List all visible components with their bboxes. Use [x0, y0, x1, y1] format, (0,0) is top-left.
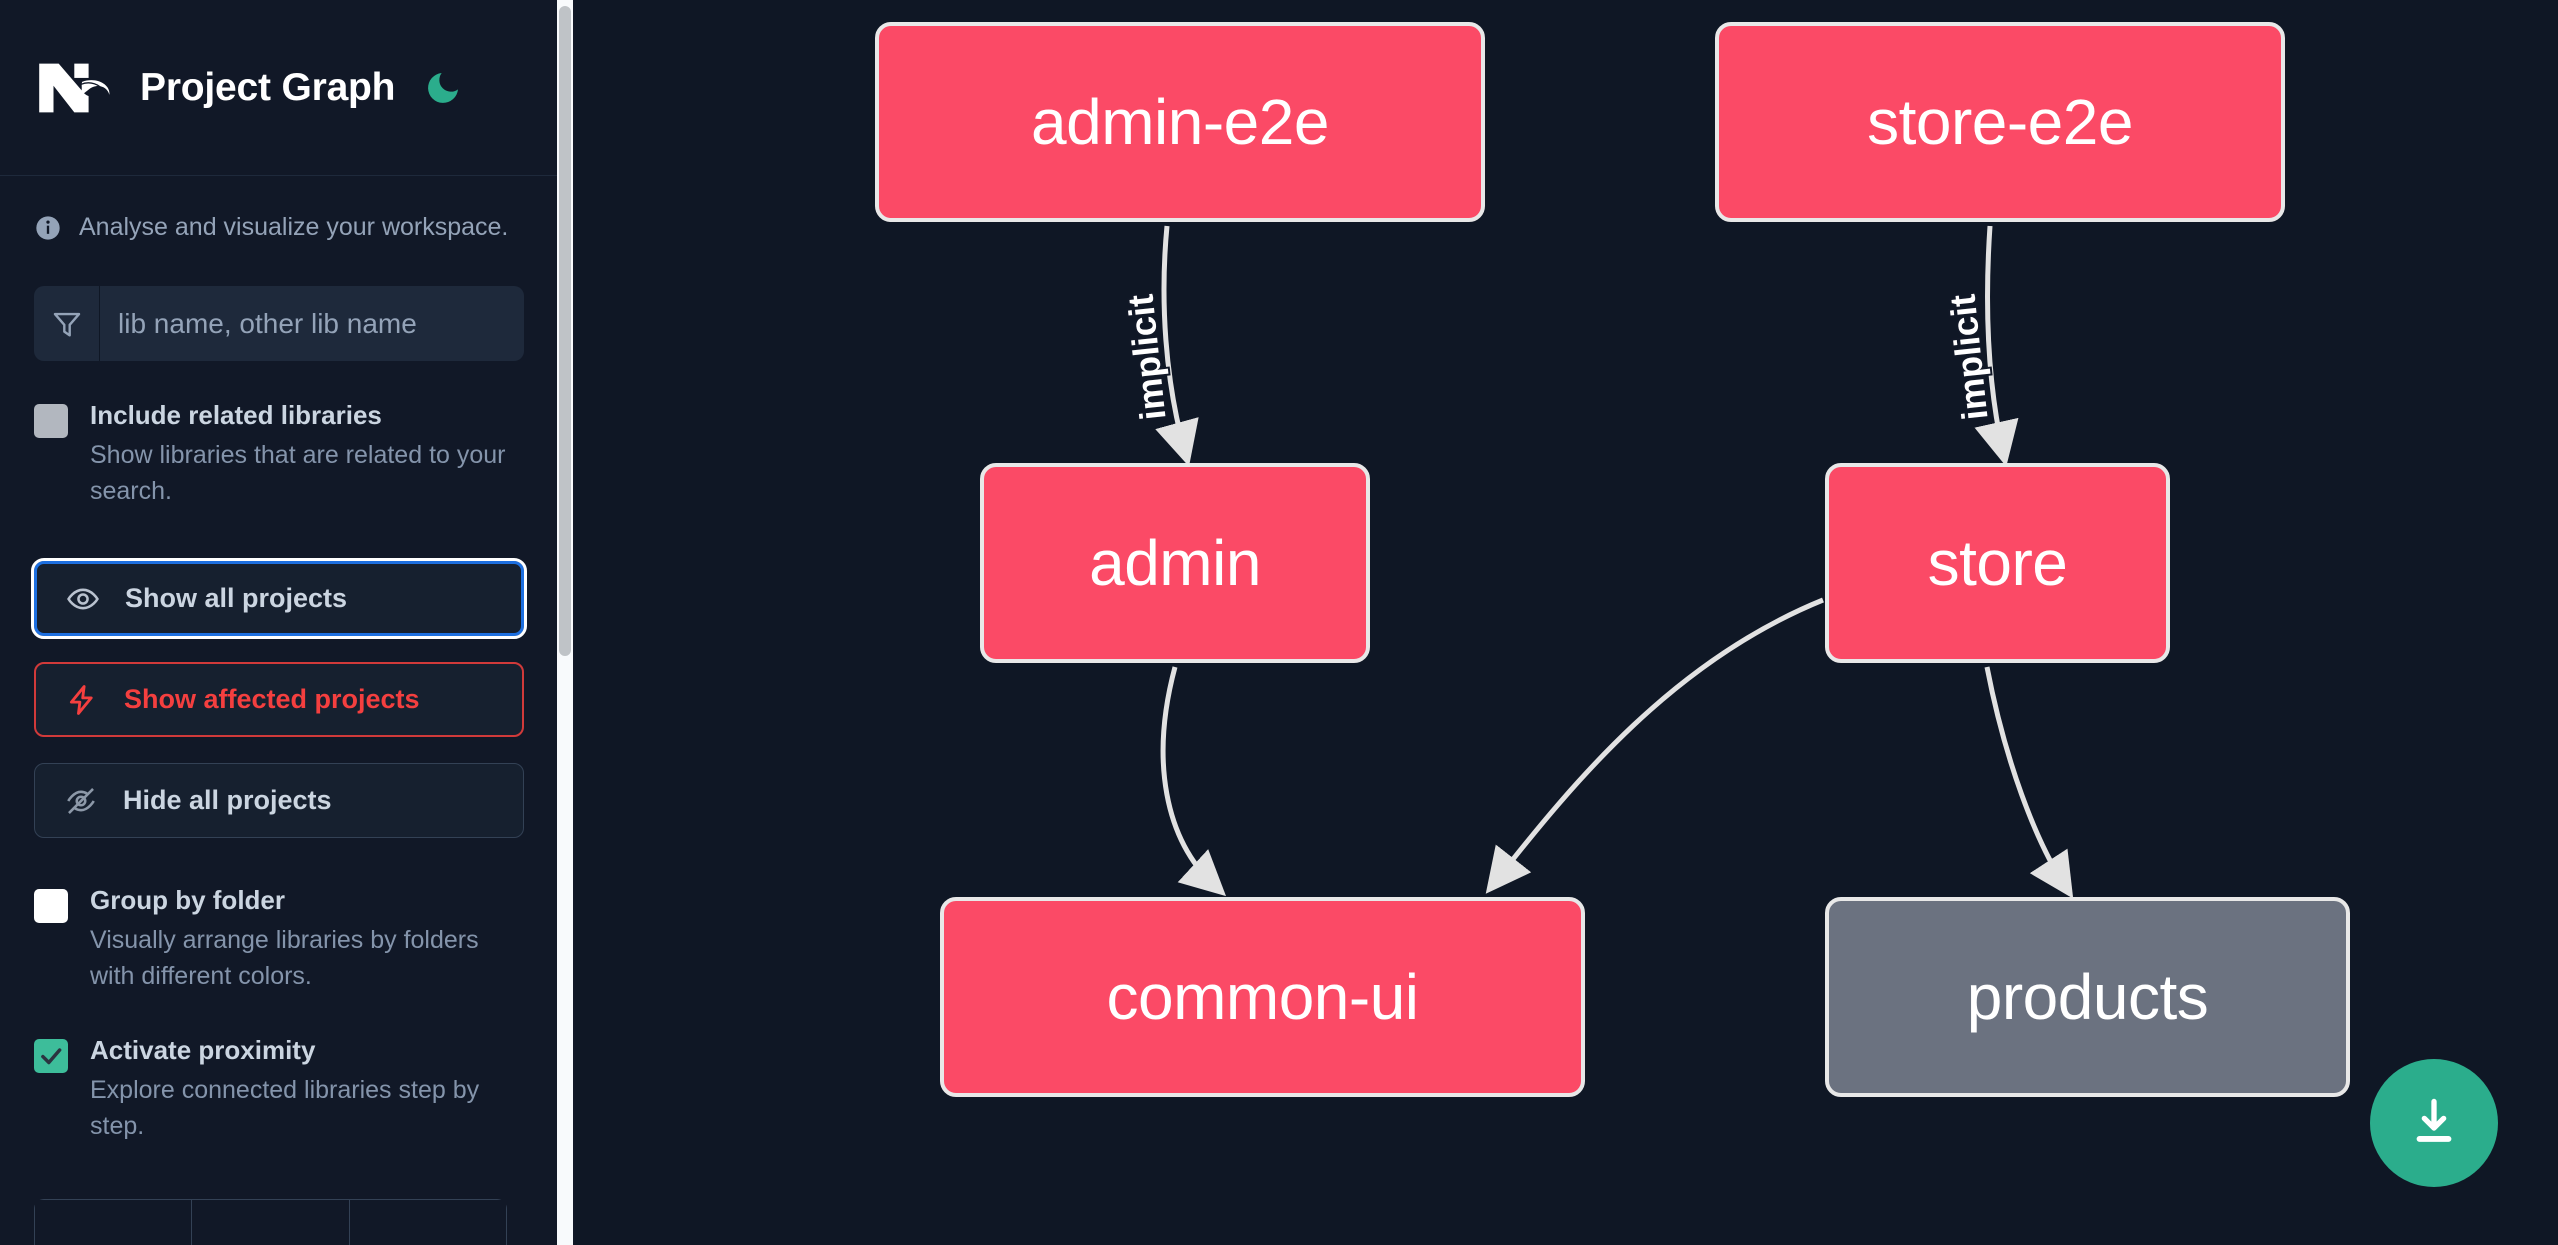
node-label: common-ui	[1106, 961, 1419, 1033]
graph-node-products[interactable]: products	[1825, 897, 2350, 1097]
show-all-projects-button[interactable]: Show all projects	[31, 558, 527, 639]
node-label: admin	[1089, 527, 1261, 599]
button-label: Hide all projects	[123, 785, 332, 815]
bottom-group-segment-2[interactable]	[191, 1199, 349, 1245]
edge-labels: implicit implicit	[1118, 290, 1998, 424]
option-label: Activate proximity	[90, 1035, 316, 1065]
sidebar-header: Project Graph	[0, 0, 558, 176]
option-activate-proximity[interactable]: Activate proximity Explore connected lib…	[34, 1034, 524, 1144]
search-input[interactable]	[100, 286, 524, 361]
graph-node-store-e2e[interactable]: store-e2e	[1715, 22, 2285, 222]
sidebar-content: Project Graph Analyse and visualize your…	[0, 0, 558, 1245]
sidebar-controls: Include related libraries Show libraries…	[0, 242, 558, 1144]
option-label: Include related libraries	[90, 400, 382, 430]
graph-node-admin-e2e[interactable]: admin-e2e	[875, 22, 1485, 222]
bottom-button-group[interactable]	[34, 1199, 507, 1245]
download-icon	[2405, 1093, 2463, 1154]
node-label: admin-e2e	[1031, 86, 1329, 158]
page-title: Project Graph	[140, 65, 396, 109]
option-include-related-libraries[interactable]: Include related libraries Show libraries…	[34, 399, 524, 509]
moon-icon[interactable]	[421, 66, 465, 110]
option-description: Visually arrange libraries by folders wi…	[90, 925, 479, 990]
action-button-group: Show all projects Show affected projects	[31, 558, 527, 838]
search-field[interactable]	[34, 286, 524, 361]
option-description: Explore connected libraries step by step…	[90, 1075, 480, 1140]
sidebar-scrollbar[interactable]	[557, 0, 573, 1245]
node-label: store-e2e	[1867, 86, 2133, 158]
sidebar: Project Graph Analyse and visualize your…	[0, 0, 575, 1245]
node-label: store	[1927, 527, 2068, 599]
graph-canvas[interactable]: implicit implicit admin-e2e store-e2e ad…	[575, 0, 2558, 1245]
download-graph-button[interactable]	[2370, 1059, 2498, 1187]
nx-logo-icon	[34, 57, 112, 119]
option-description: Show libraries that are related to your …	[90, 440, 506, 505]
lightning-icon	[64, 682, 100, 718]
checkbox-include-related-libraries[interactable]	[34, 404, 68, 438]
edge-admin-to-common-ui	[1160, 666, 1227, 897]
button-label: Show all projects	[125, 583, 348, 613]
show-affected-projects-button[interactable]: Show affected projects	[34, 662, 524, 737]
option-group-by-folder[interactable]: Group by folder Visually arrange librari…	[34, 884, 524, 994]
edge-store-to-products	[1984, 666, 2074, 899]
graph-node-store[interactable]: store	[1825, 463, 2170, 663]
option-label: Group by folder	[90, 885, 285, 915]
sidebar-tagline: Analyse and visualize your workspace.	[0, 176, 558, 242]
checkbox-activate-proximity[interactable]	[34, 1039, 68, 1073]
sidebar-scrollbar-thumb[interactable]	[559, 6, 571, 656]
graph-node-common-ui[interactable]: common-ui	[940, 897, 1585, 1097]
checkbox-group-by-folder[interactable]	[34, 889, 68, 923]
edge-store-to-common-ui	[1485, 597, 1824, 894]
eye-icon	[65, 581, 101, 617]
node-label: products	[1966, 961, 2209, 1033]
bottom-group-segment-1[interactable]	[34, 1199, 192, 1245]
graph-node-admin[interactable]: admin	[980, 463, 1370, 663]
tagline-text: Analyse and visualize your workspace.	[79, 213, 509, 241]
edge-store-e2e-to-store	[1974, 225, 2019, 467]
check-icon	[41, 1048, 62, 1065]
graph-edges: implicit implicit	[1118, 225, 2074, 899]
bottom-group-segment-3[interactable]	[348, 1199, 507, 1245]
filter-icon	[34, 286, 100, 361]
hide-all-projects-button[interactable]: Hide all projects	[34, 763, 524, 838]
eye-off-icon	[63, 783, 99, 819]
button-label: Show affected projects	[124, 684, 420, 714]
edge-admin-e2e-to-admin	[1155, 225, 1199, 467]
info-icon	[34, 214, 62, 242]
